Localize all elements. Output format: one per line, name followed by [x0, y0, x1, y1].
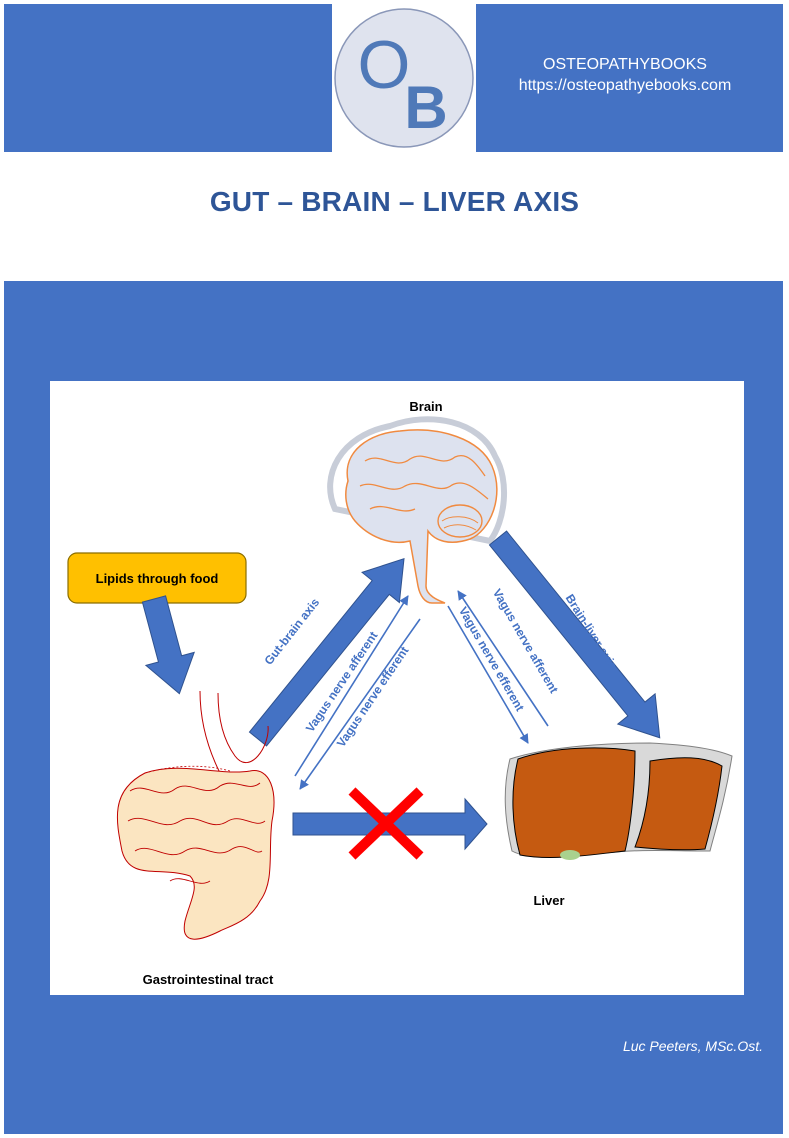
author-credit: Luc Peeters, MSc.Ost. — [622, 1038, 763, 1054]
page-title: GUT – BRAIN – LIVER AXIS — [209, 186, 580, 217]
axis-diagram: Brain Gut-brain axis Brain-liver axis Va… — [67, 399, 733, 987]
vagus-afferent-left-arrow — [294, 595, 409, 777]
gi-tract-illustration — [116, 690, 275, 940]
gut-brain-axis-arrow — [248, 557, 405, 747]
logo-b: B — [404, 74, 447, 141]
diagram-panel: Brain Gut-brain axis Brain-liver axis Va… — [50, 381, 744, 995]
gi-label: Gastrointestinal tract — [143, 972, 274, 987]
logo: O B — [332, 4, 476, 152]
lipids-arrow — [141, 595, 195, 695]
vagus-afferent-right-arrow — [457, 590, 549, 727]
brain-illustration — [327, 416, 508, 604]
liver-illustration — [504, 742, 733, 860]
brand-url[interactable]: https://osteopathyebooks.com — [518, 77, 732, 94]
brand-block: OSTEOPATHYBOOKS https://osteopathyebooks… — [490, 54, 760, 96]
logo-o: O — [358, 27, 411, 103]
blocked-cross-icon — [348, 787, 424, 860]
brain-label: Brain — [409, 399, 442, 414]
brain-liver-axis-arrow — [488, 530, 661, 739]
logo-circle — [334, 8, 474, 148]
lipids-label: Lipids through food — [96, 571, 219, 586]
vagus-efferent-left-arrow — [299, 618, 421, 790]
liver-label: Liver — [533, 893, 564, 908]
brand-name: OSTEOPATHYBOOKS — [543, 56, 707, 73]
vagus-efferent-right-arrow — [447, 605, 529, 744]
